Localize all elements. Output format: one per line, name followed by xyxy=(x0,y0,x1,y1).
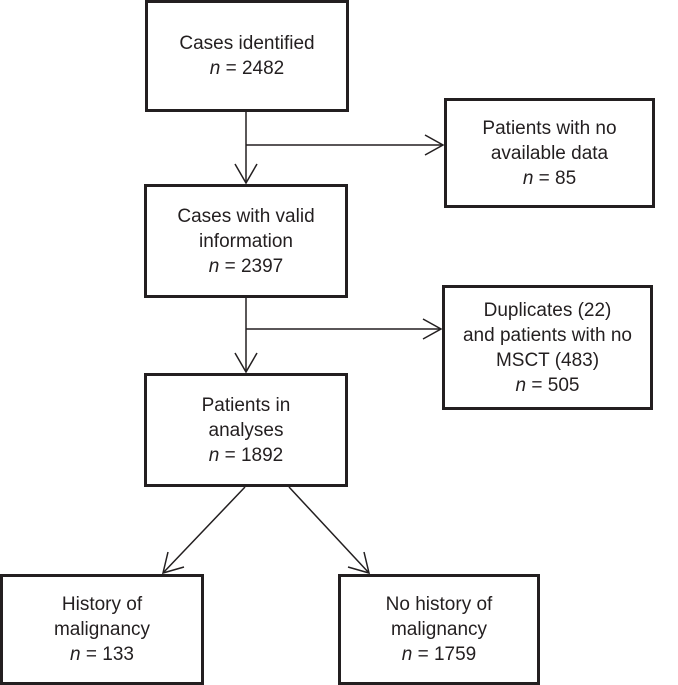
duplicates-count: n = 505 xyxy=(515,374,580,396)
no-history-label-line2: malignancy xyxy=(390,619,488,640)
duplicates-label-line2: and patients with no xyxy=(462,324,632,346)
no-history-box: No history of malignancy n = 1759 xyxy=(338,574,540,685)
cases-identified-label: Cases identified xyxy=(179,33,315,54)
arrowhead-no-history xyxy=(347,551,371,575)
history-count: n = 133 xyxy=(70,644,134,665)
analyses-box: Patients in analyses n = 1892 xyxy=(144,373,348,487)
valid-info-box: Cases with valid information n = 2397 xyxy=(144,184,348,298)
arrowhead-analyses xyxy=(234,352,258,374)
arrowhead-valid xyxy=(234,163,258,185)
arrowhead-duplicates xyxy=(422,318,443,340)
duplicates-label-line3: MSCT (483) xyxy=(495,349,600,371)
duplicates-box: Duplicates (22) and patients with no MSC… xyxy=(442,285,653,410)
no-data-count: n = 85 xyxy=(522,167,577,189)
arrowhead-history xyxy=(161,551,185,575)
cases-identified-count: n = 2482 xyxy=(209,58,285,79)
no-data-box: Patients with no available data n = 85 xyxy=(444,98,655,208)
no-history-label-line1: No history of xyxy=(385,594,493,615)
duplicates-label-line1: Duplicates (22) xyxy=(483,299,612,321)
valid-info-count: n = 2397 xyxy=(208,255,284,277)
no-history-count: n = 1759 xyxy=(401,644,477,665)
connector-to-no-history xyxy=(288,486,370,574)
history-label-line2: malignancy xyxy=(53,619,151,640)
analyses-count: n = 1892 xyxy=(208,444,284,466)
valid-info-label-line1: Cases with valid xyxy=(177,205,315,227)
cases-identified-box: Cases identified n = 2482 xyxy=(145,0,349,112)
connector-to-history xyxy=(162,486,246,574)
no-data-label-line2: available data xyxy=(490,142,609,164)
valid-info-label-line2: information xyxy=(199,230,293,252)
history-label-line1: History of xyxy=(61,594,143,615)
history-box: History of malignancy n = 133 xyxy=(0,574,204,685)
analyses-label-line1: Patients in xyxy=(201,394,291,416)
no-data-label-line1: Patients with no xyxy=(482,117,617,139)
analyses-label-line2: analyses xyxy=(208,419,284,441)
arrowhead-no-data xyxy=(424,134,445,156)
